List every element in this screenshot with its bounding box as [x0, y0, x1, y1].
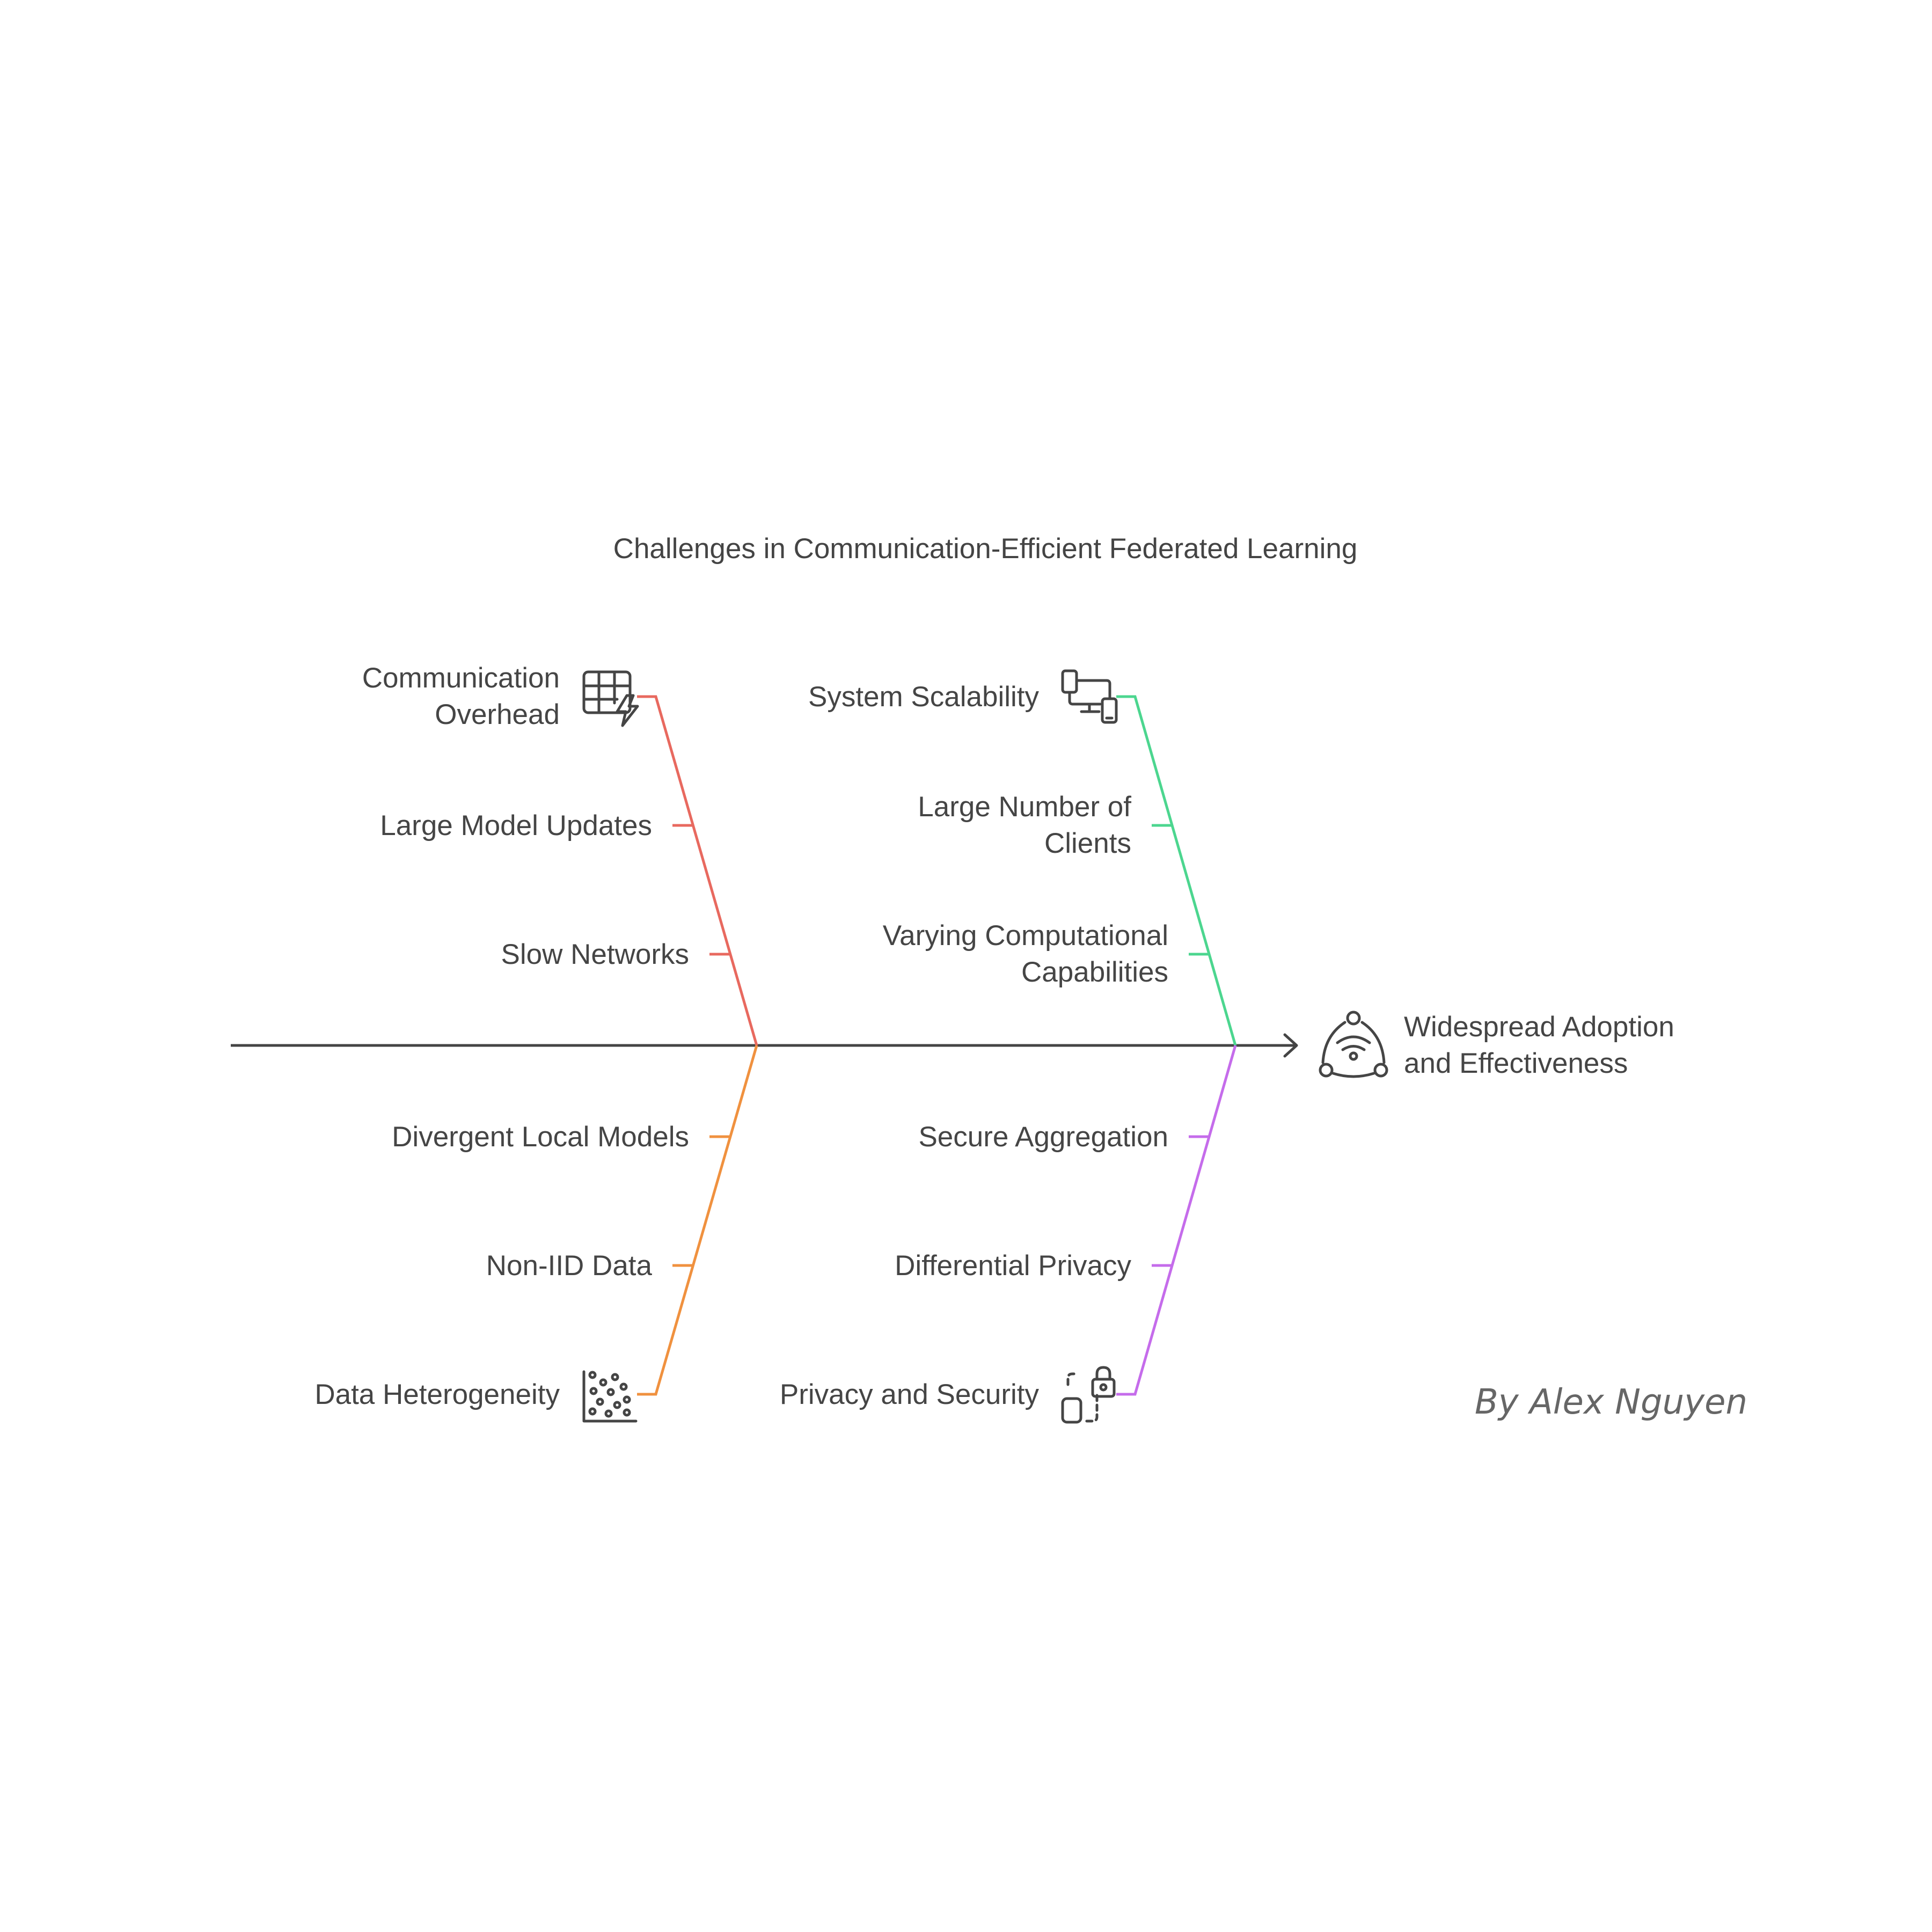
category-label-communication-line1: Communication — [362, 662, 560, 694]
spine — [231, 1033, 1298, 1058]
cause-varying-computational-line1: Varying Computational — [883, 920, 1168, 952]
branch-data-heterogeneity: Data Heterogeneity Divergent Local Model… — [314, 1045, 758, 1423]
bone-communication — [637, 695, 758, 1046]
scatter-plot-icon — [582, 1370, 638, 1423]
outcome: Widespread Adoption and Effectiveness — [1319, 1011, 1674, 1079]
bone-privacy — [1116, 1045, 1237, 1396]
network-triangle-icon — [1319, 1011, 1388, 1078]
spine-arrowhead — [1283, 1033, 1298, 1058]
cause-large-number-of-clients-line1: Large Number of — [918, 791, 1131, 823]
outcome-label-line2: and Effectiveness — [1404, 1048, 1628, 1079]
diagram-title: Challenges in Communication-Efficient Fe… — [613, 533, 1358, 565]
cause-divergent-local-models: Divergent Local Models — [392, 1121, 689, 1153]
author-credit: By Alex Nguyen — [1475, 1382, 1747, 1422]
branch-communication-overhead: Communication Overhead Large Model Updat… — [362, 662, 758, 1046]
outcome-label-line1: Widespread Adoption — [1404, 1011, 1674, 1043]
branch-privacy-security: Privacy and Security Secure Aggregation … — [780, 1045, 1237, 1424]
cause-differential-privacy: Differential Privacy — [895, 1250, 1131, 1282]
cause-varying-computational-line2: Capabilities — [1021, 956, 1168, 988]
category-label-system-scalability: System Scalability — [808, 681, 1040, 713]
cause-large-number-of-clients-line2: Clients — [1044, 828, 1131, 859]
devices-icon — [1061, 669, 1118, 724]
table-lightning-icon — [582, 670, 639, 727]
bone-heterogeneity — [637, 1045, 758, 1396]
cause-large-model-updates: Large Model Updates — [380, 810, 652, 841]
bone-scalability — [1116, 695, 1237, 1046]
branch-system-scalability: System Scalability Large Number of Clien… — [808, 669, 1237, 1046]
category-label-data-heterogeneity: Data Heterogeneity — [314, 1379, 560, 1410]
lock-shapes-icon — [1061, 1366, 1116, 1424]
cause-non-iid-data: Non-IID Data — [486, 1250, 653, 1282]
category-label-privacy-security: Privacy and Security — [780, 1379, 1040, 1410]
cause-slow-networks: Slow Networks — [501, 939, 689, 970]
cause-secure-aggregation: Secure Aggregation — [918, 1121, 1168, 1153]
category-label-communication-line2: Overhead — [435, 699, 560, 730]
